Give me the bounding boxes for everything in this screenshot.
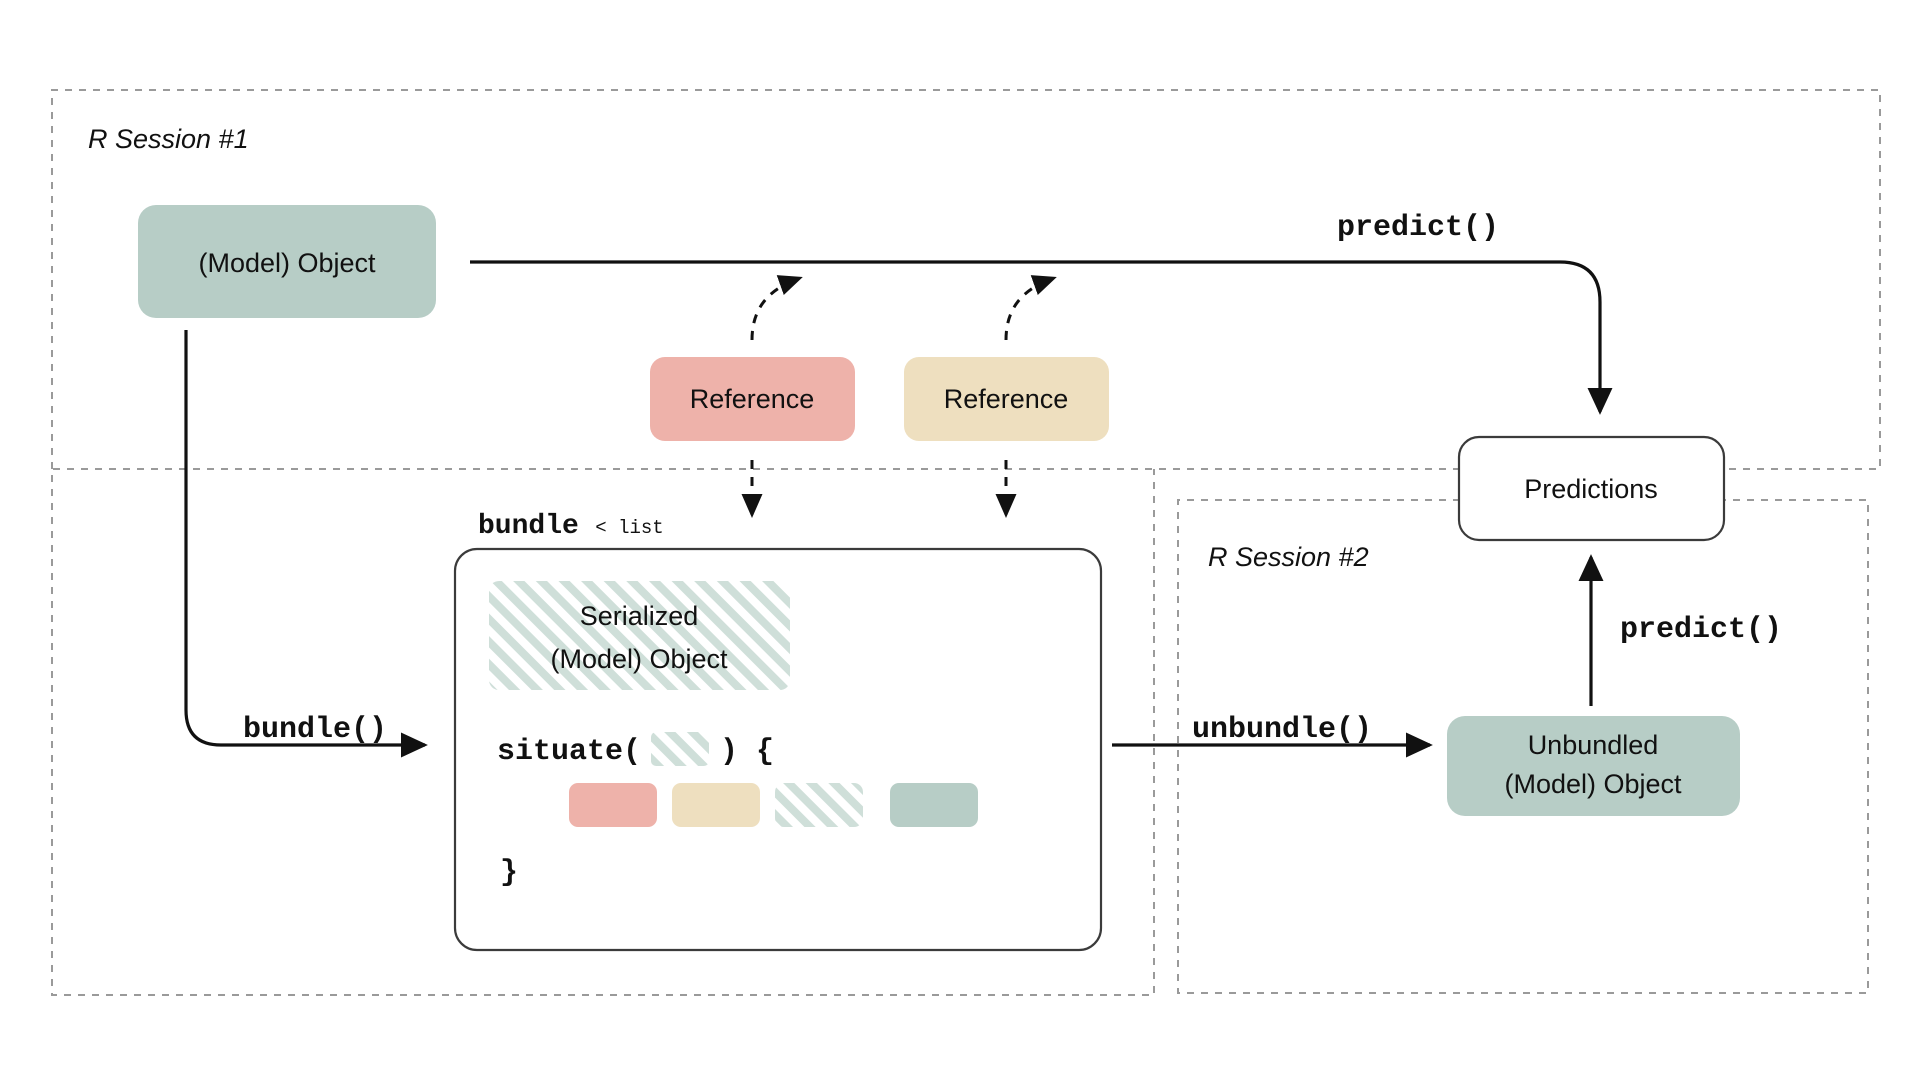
situate-open-label: situate( [497, 735, 641, 769]
predict-top-label: predict() [1337, 211, 1499, 245]
bundle-arrow [184, 330, 428, 758]
reference-1-label: Reference [690, 384, 815, 414]
model-object-box[interactable] [138, 205, 436, 318]
session1-boundary [51, 468, 1474, 996]
session2-boundary [1177, 499, 1869, 994]
closing-brace-label: } [500, 856, 518, 890]
predict-top-arrow [470, 260, 1613, 415]
reference-2-label: Reference [944, 384, 1069, 414]
serialized-object-block[interactable] [489, 581, 790, 690]
model-object-label: (Model) Object [198, 248, 376, 278]
predictions-box[interactable] [1457, 435, 1726, 542]
reference-1-up-arrow [750, 275, 803, 341]
unbundled-object-box[interactable] [1447, 716, 1740, 816]
unbundled-object-line1: Unbundled [1528, 730, 1659, 760]
situate-arg-hatched-chip [651, 732, 709, 766]
reference-box-1[interactable] [650, 357, 855, 441]
session1-title: R Session #1 [88, 124, 249, 154]
chip-hatched-sage[interactable] [775, 783, 863, 827]
chip-sage[interactable] [890, 783, 978, 827]
predict-right-label: predict() [1620, 613, 1782, 647]
chip-salmon[interactable] [569, 783, 657, 827]
predictions-label: Predictions [1524, 474, 1658, 504]
serialized-object-line1: Serialized [580, 601, 699, 631]
situate-close-label: ) { [720, 735, 774, 769]
unbundled-object-line2: (Model) Object [1504, 769, 1682, 799]
bundle-call-label: bundle() [243, 713, 387, 747]
bundle-class-label: bundle < list [478, 511, 664, 542]
chip-tan[interactable] [672, 783, 760, 827]
reference-2-up-arrow [1004, 275, 1057, 341]
session2-title: R Session #2 [1208, 542, 1369, 572]
reference-box-2[interactable] [904, 357, 1109, 441]
unbundle-call-label: unbundle() [1192, 713, 1372, 747]
session1-boundary-top [51, 89, 1881, 470]
serialized-object-line2: (Model) Object [550, 644, 728, 674]
